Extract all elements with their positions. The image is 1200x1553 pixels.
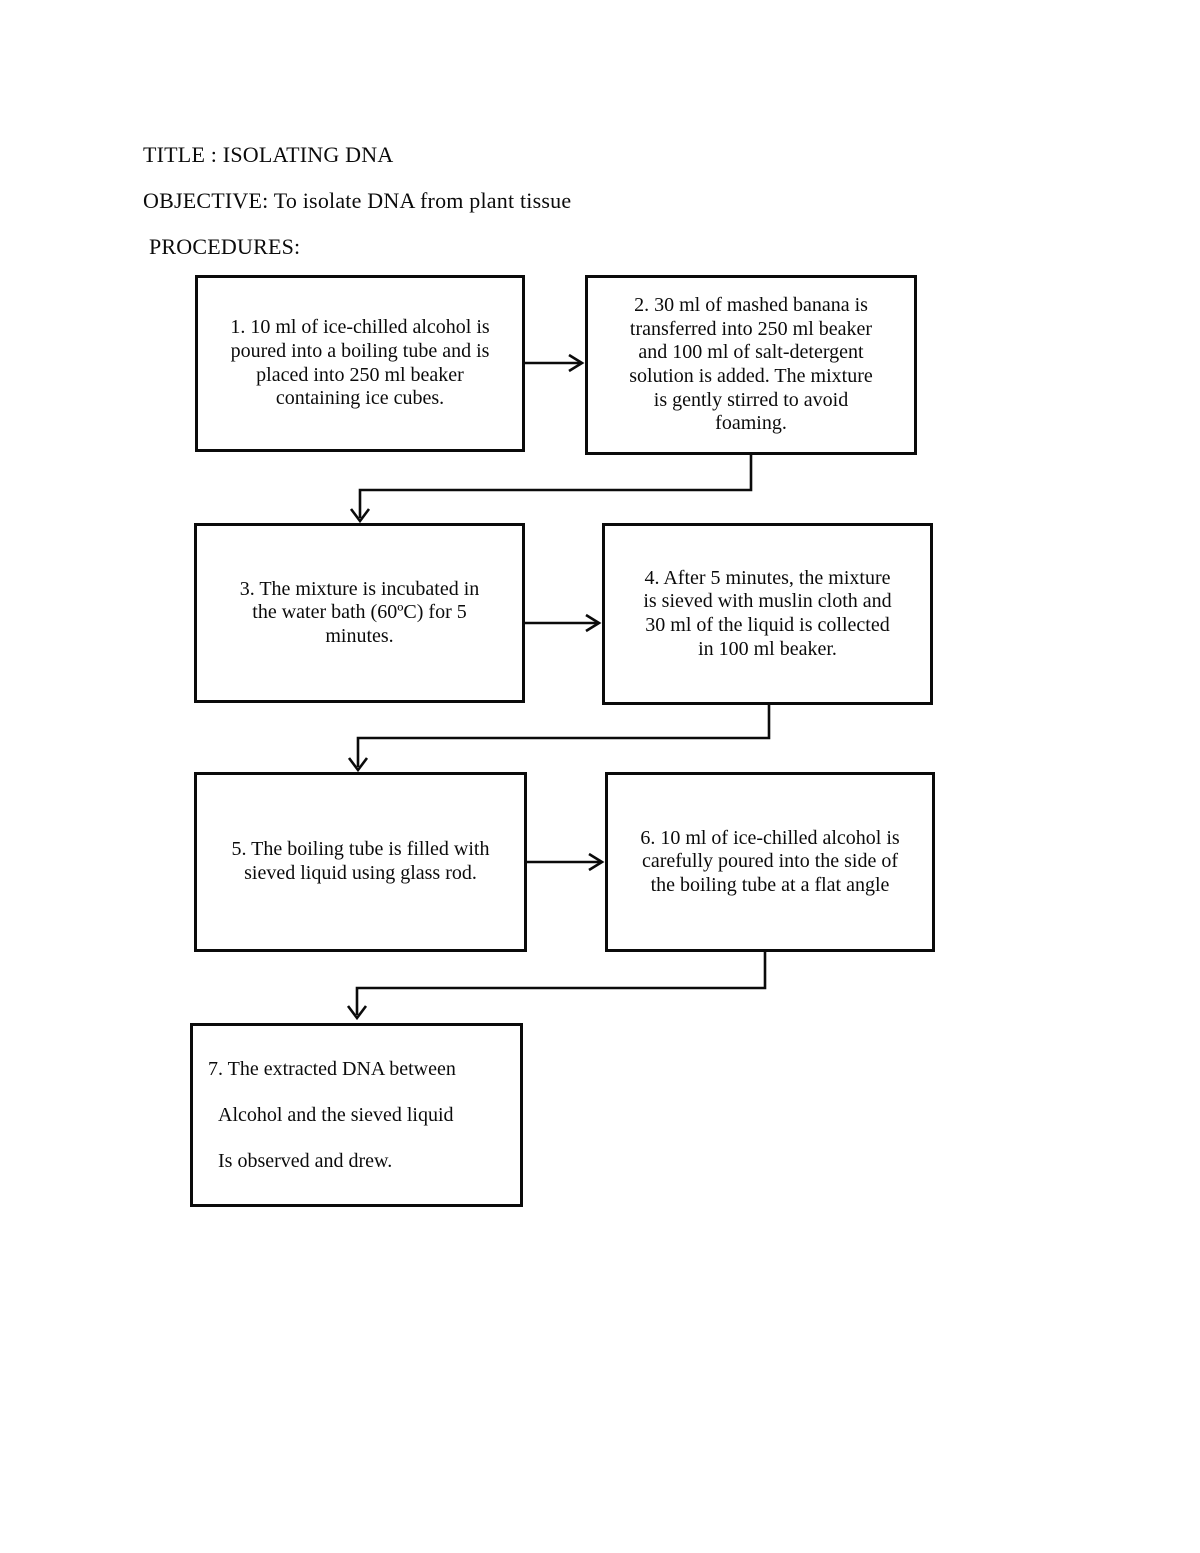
step-3-text: 3. The mixture is incubated in the water… [239, 577, 480, 647]
arrow-step1-to-step2 [525, 353, 585, 373]
document-objective: OBJECTIVE: To isolate DNA from plant tis… [143, 188, 572, 213]
step-5-text: 5. The boiling tube is filled with sieve… [231, 838, 490, 884]
flowchart-step-3: 3. The mixture is incubated in the water… [194, 523, 525, 703]
flowchart-step-2: 2. 30 ml of mashed banana is transferred… [585, 275, 917, 455]
flowchart-step-4: 4. After 5 minutes, the mixture is sieve… [602, 523, 933, 705]
procedures-heading: PROCEDURES: [149, 234, 301, 259]
flowchart-step-5: 5. The boiling tube is filled with sieve… [194, 772, 527, 952]
arrow-step4-to-step5 [347, 705, 771, 773]
step-2-text: 2. 30 ml of mashed banana is transferred… [629, 294, 873, 435]
arrow-step5-to-step6 [527, 852, 605, 872]
step-7-text: 7. The extracted DNA between Alcohol and… [208, 1058, 456, 1172]
flowchart-step-7: 7. The extracted DNA between Alcohol and… [190, 1023, 523, 1207]
flowchart-step-6: 6. 10 ml of ice-chilled alcohol is caref… [605, 772, 935, 952]
step-4-text: 4. After 5 minutes, the mixture is sieve… [643, 566, 892, 660]
arrow-step3-to-step4 [525, 613, 602, 633]
arrow-step2-to-step3 [349, 455, 753, 524]
step-6-text: 6. 10 ml of ice-chilled alcohol is caref… [640, 826, 900, 896]
step-1-text: 1. 10 ml of ice-chilled alcohol is poure… [230, 316, 490, 410]
document-title: TITLE : ISOLATING DNA [143, 142, 394, 167]
arrow-step6-to-step7 [346, 952, 767, 1021]
flowchart-step-1: 1. 10 ml of ice-chilled alcohol is poure… [195, 275, 525, 452]
